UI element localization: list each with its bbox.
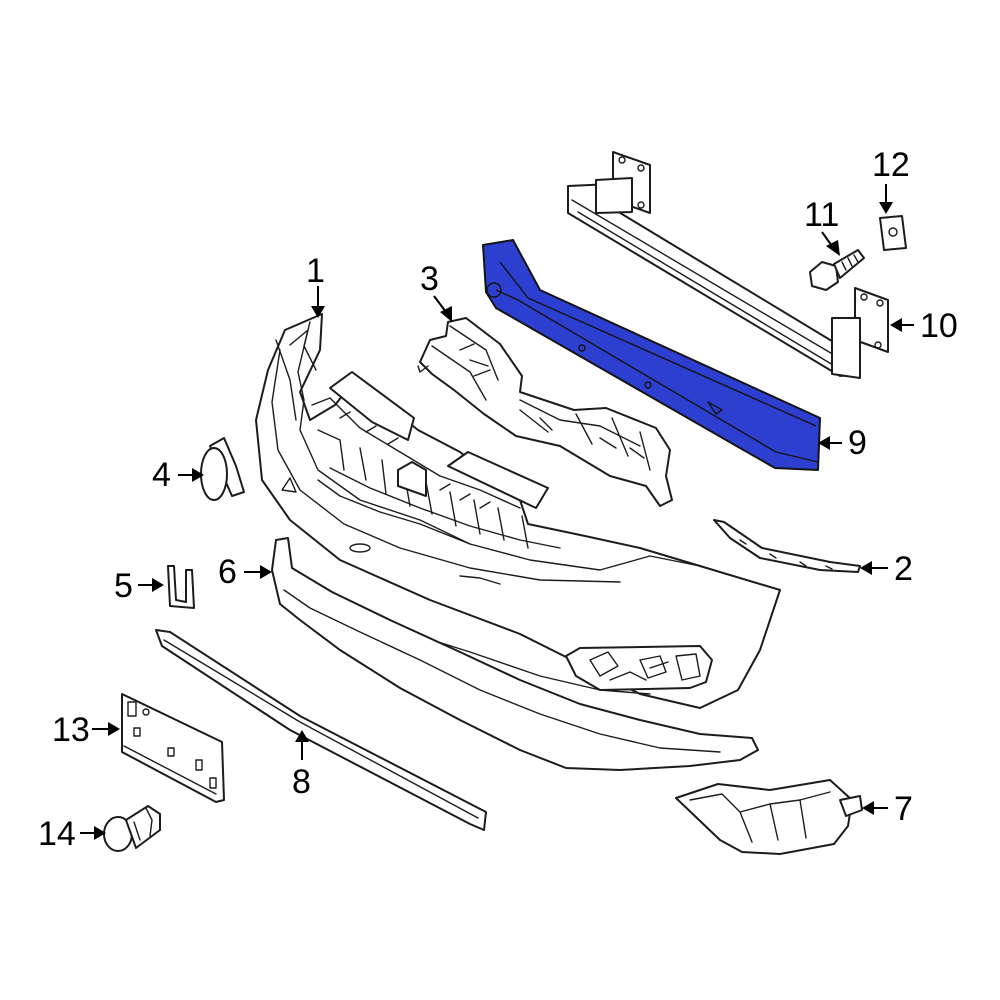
part-6-lower-valance bbox=[271, 537, 759, 771]
callout-8: 8 bbox=[292, 763, 311, 801]
part-11-bolt bbox=[809, 249, 865, 291]
part-5-clip bbox=[167, 565, 195, 609]
callout-7: 7 bbox=[894, 790, 913, 828]
part-8-molding-strip bbox=[155, 629, 487, 831]
part-9-impact-absorber bbox=[482, 239, 821, 471]
callout-10: 10 bbox=[920, 307, 958, 345]
part-2-trim-strip bbox=[713, 519, 861, 573]
part-13-license-bracket bbox=[121, 693, 225, 803]
callout-14: 14 bbox=[38, 815, 76, 853]
callout-11: 11 bbox=[804, 196, 839, 234]
callout-6: 6 bbox=[218, 553, 237, 591]
part-14-push-pin bbox=[103, 805, 161, 852]
part-10-reinforcement-bar bbox=[567, 151, 889, 379]
callout-4: 4 bbox=[152, 456, 171, 494]
part-3-bumper-bracket bbox=[417, 317, 673, 507]
callout-1: 1 bbox=[306, 252, 325, 290]
part-1-bumper-cover bbox=[255, 313, 781, 709]
part-7-fog-bezel bbox=[675, 779, 863, 855]
callout-13: 13 bbox=[52, 711, 90, 749]
part-4-cover bbox=[200, 437, 245, 501]
callouts: 1 2 3 4 5 6 7 8 9 10 bbox=[38, 146, 958, 853]
callout-5: 5 bbox=[114, 567, 133, 605]
callout-9: 9 bbox=[848, 424, 867, 462]
callout-3: 3 bbox=[420, 260, 439, 298]
callout-2: 2 bbox=[894, 550, 913, 588]
callout-12: 12 bbox=[872, 146, 910, 184]
part-12-nut bbox=[879, 215, 907, 251]
